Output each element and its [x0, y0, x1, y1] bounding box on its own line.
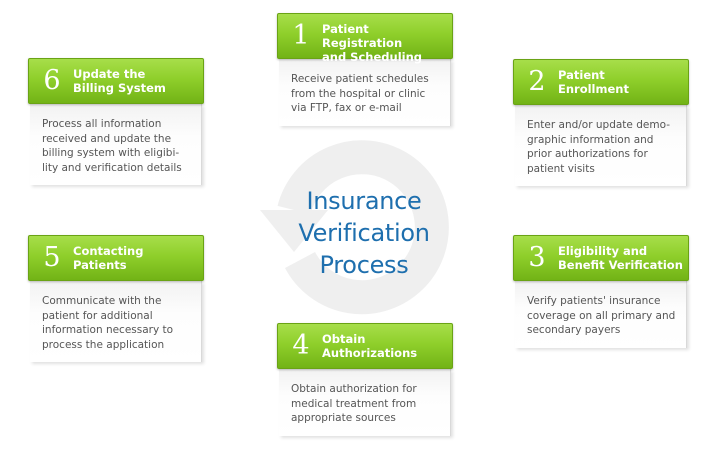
description-line: medical treatment from [291, 397, 417, 410]
step-title: Patient Registration and Scheduling [322, 22, 448, 64]
description-line: Process all information [42, 118, 162, 130]
step-title-line: and Scheduling [322, 50, 422, 64]
step-header: 6 Update the Billing System [28, 58, 204, 104]
step-title-line: Benefit Verification [558, 258, 683, 272]
diagram-title: Insurance Verification Process [250, 185, 478, 281]
step-title-line: Billing System [73, 81, 166, 95]
step-title-line: Patients [73, 258, 127, 272]
step-title: Update the Billing System [73, 67, 199, 95]
step-description: Process all information received and upd… [30, 104, 202, 185]
description-line: Verify patients' insurance [527, 295, 661, 307]
step-header: 5 Contacting Patients [28, 235, 204, 281]
description-line: appropriate sources [291, 412, 396, 424]
description-line: billing system with eligibi- [42, 147, 180, 159]
step-number: 6 [43, 65, 61, 96]
description-line: Communicate with the [42, 295, 162, 307]
step-number: 5 [43, 242, 61, 273]
description-line: process the application [42, 338, 165, 351]
description-line: received and update the [42, 132, 172, 145]
description-line: graphic information and [527, 133, 654, 146]
step-title-line: Enrollment [558, 82, 629, 96]
description-line: from the hospital or clinic [291, 87, 426, 100]
step-number: 3 [528, 242, 546, 273]
step-title: Obtain Authorizations [322, 332, 448, 360]
cycle-arrow-icon [260, 140, 449, 315]
step-header: 2 Patient Enrollment [513, 59, 689, 105]
step-number: 1 [292, 20, 310, 51]
step-4-card: 4 Obtain Authorizations Obtain authoriza… [277, 323, 453, 436]
step-number: 4 [292, 330, 310, 361]
step-6-card: 6 Update the Billing System Process all … [28, 58, 204, 185]
step-title-line: Contacting [73, 244, 144, 258]
step-title: Eligibility and Benefit Verification [558, 244, 684, 272]
step-title: Contacting Patients [73, 244, 199, 272]
description-line: lity and verification details [42, 161, 182, 174]
title-line-3: Process [319, 251, 409, 279]
step-number: 2 [528, 66, 546, 97]
description-line: prior authorizations for [527, 148, 648, 160]
step-5-card: 5 Contacting Patients Communicate with t… [28, 235, 204, 362]
description-line: Receive patient schedules [291, 73, 429, 85]
title-line-2: Verification [298, 219, 430, 247]
step-description: Enter and/or update demo- graphic inform… [515, 105, 687, 186]
step-description: Communicate with the patient for additio… [30, 281, 202, 362]
description-line: coverage on all primary and [527, 309, 676, 322]
step-description: Receive patient schedules from the hospi… [279, 59, 451, 126]
step-3-card: 3 Eligibility and Benefit Verification V… [513, 235, 689, 348]
step-title-line: Update the [73, 67, 146, 81]
description-line: patient visits [527, 162, 595, 175]
description-line: information necessary to [42, 324, 174, 336]
step-title-line: Eligibility and [558, 244, 648, 258]
step-title-line: Authorizations [322, 346, 418, 360]
step-title-line: Obtain [322, 332, 366, 346]
step-header: 1 Patient Registration and Scheduling [277, 13, 453, 64]
step-title-line: Patient [558, 68, 605, 82]
description-line: Obtain authorization for [291, 383, 417, 395]
step-description: Obtain authorization for medical treatme… [279, 369, 451, 436]
description-line: via FTP, fax or e-mail [291, 102, 402, 114]
step-description: Verify patients' insurance coverage on a… [515, 281, 687, 348]
step-title: Patient Enrollment [558, 68, 684, 96]
step-header: 4 Obtain Authorizations [277, 323, 453, 369]
title-line-1: Insurance [306, 187, 422, 215]
description-line: Enter and/or update demo- [527, 119, 670, 131]
description-line: secondary payers [527, 324, 621, 336]
step-title-line: Patient Registration [322, 22, 403, 50]
step-header: 3 Eligibility and Benefit Verification [513, 235, 689, 281]
description-line: patient for additional [42, 309, 153, 322]
step-2-card: 2 Patient Enrollment Enter and/or update… [513, 59, 689, 186]
step-1-card: 1 Patient Registration and Scheduling Re… [277, 13, 453, 126]
